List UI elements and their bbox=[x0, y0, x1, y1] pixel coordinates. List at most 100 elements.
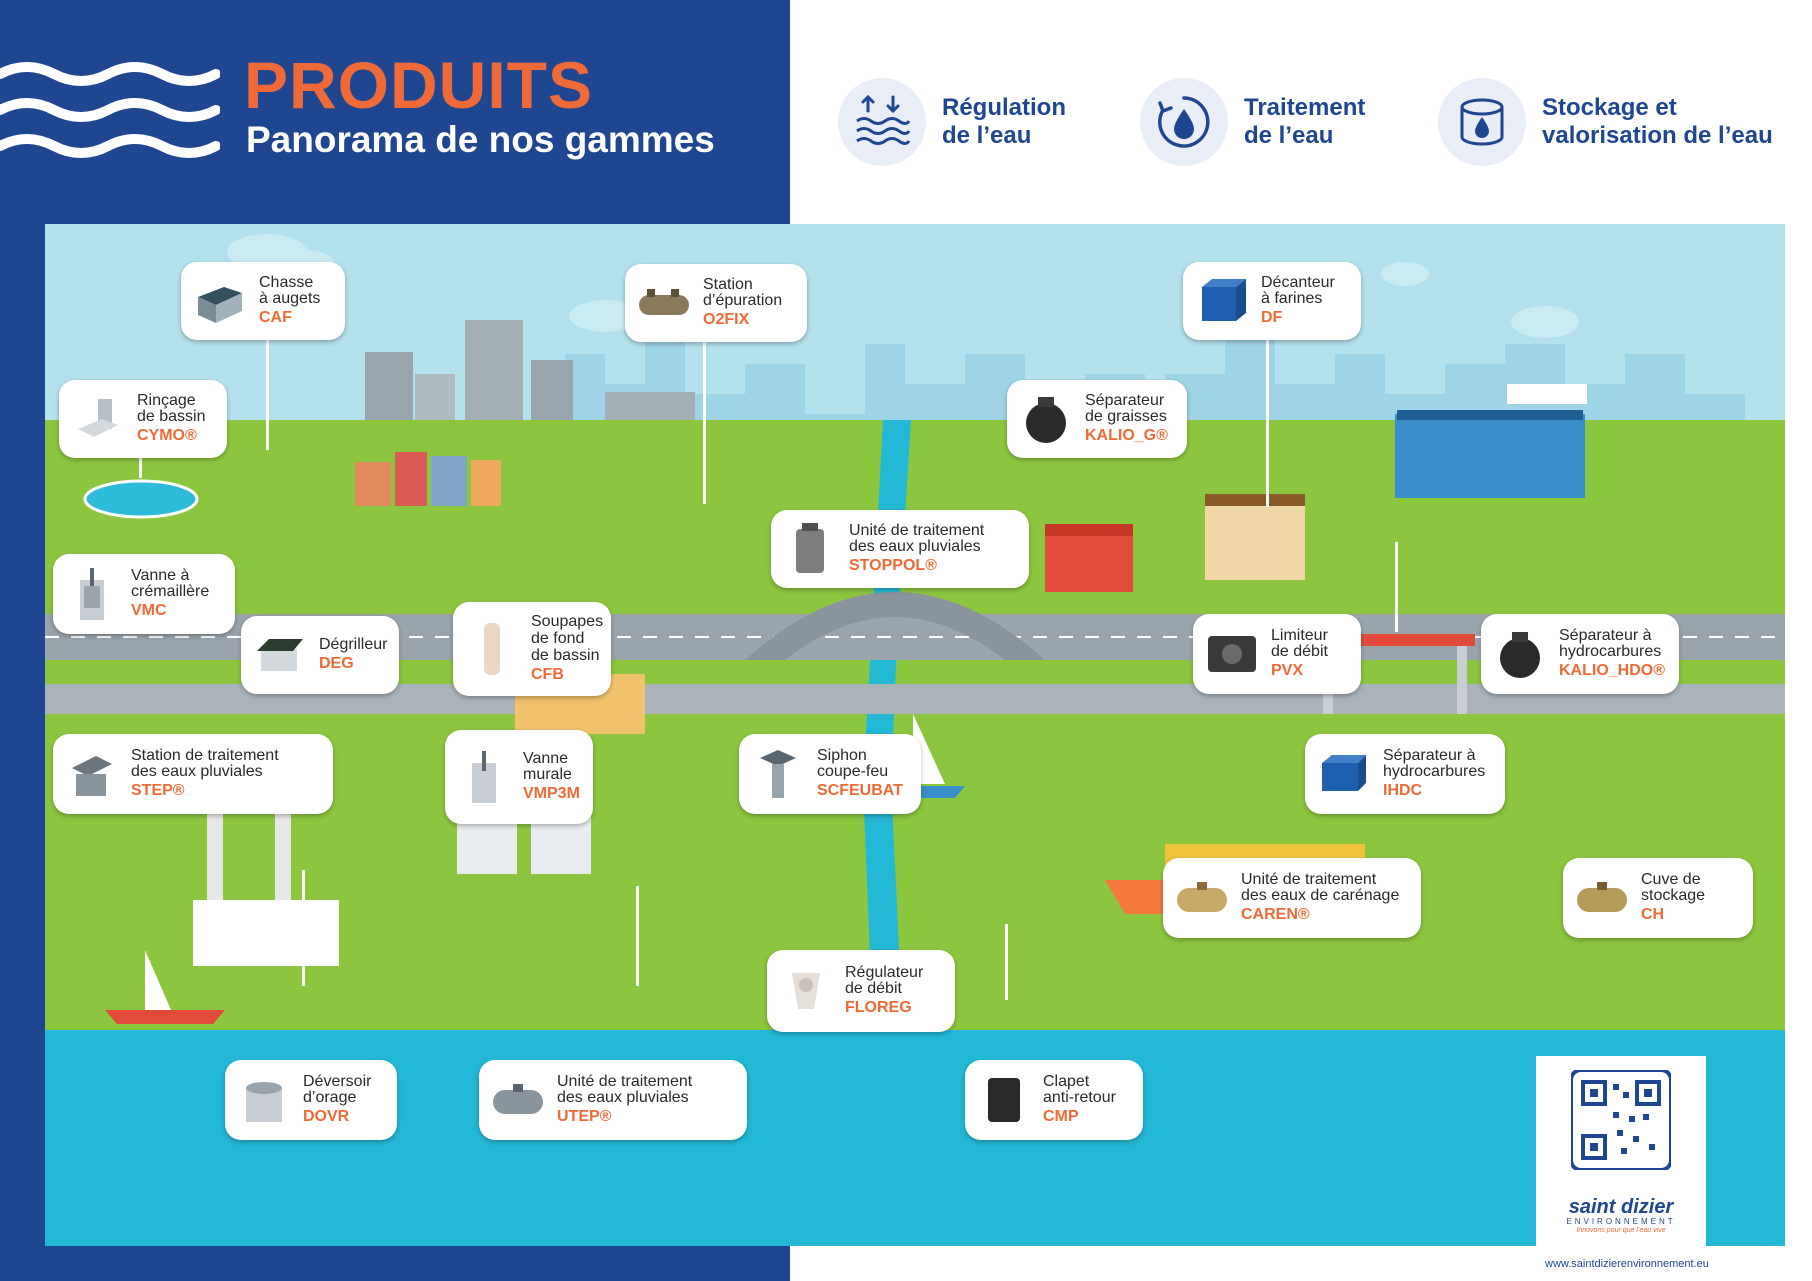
brand-logo: saint dizier ENVIRONNEMENT Innovons pour… bbox=[1540, 1197, 1702, 1234]
water-treatment-icon bbox=[1140, 78, 1228, 166]
lead-line bbox=[302, 870, 305, 986]
product-thumb-icon bbox=[973, 1069, 1035, 1131]
lead-line bbox=[636, 886, 639, 986]
category-treatment: Traitement de l’eau bbox=[1140, 78, 1365, 166]
product-thumb-icon bbox=[1171, 867, 1233, 929]
page-title: PRODUITS bbox=[244, 48, 594, 122]
lead-line bbox=[266, 292, 269, 450]
lead-line bbox=[1395, 542, 1398, 632]
product-code: VMP3M bbox=[523, 785, 580, 803]
product-thumb-icon bbox=[1191, 270, 1253, 332]
product-code: DEG bbox=[319, 654, 354, 672]
product-thumb-icon bbox=[747, 743, 809, 805]
product-name: Régulateur de débit bbox=[845, 963, 924, 998]
product-code: KALIO_HDO® bbox=[1559, 662, 1666, 680]
brand-sub: ENVIRONNEMENT bbox=[1566, 1217, 1676, 1226]
product-thumb-icon bbox=[61, 743, 123, 805]
product-code: PVX bbox=[1271, 662, 1304, 680]
qr-code-icon[interactable] bbox=[1571, 1070, 1671, 1170]
brand-name: saint dizier bbox=[1568, 1196, 1674, 1218]
product-thumb-icon bbox=[67, 388, 129, 450]
product-name: Séparateur à hydrocarbures bbox=[1383, 746, 1486, 781]
product-code: DOVR bbox=[303, 1108, 350, 1126]
product-name: Clapet anti-retour bbox=[1043, 1072, 1116, 1107]
product-name: Station de traitement des eaux pluviales bbox=[131, 746, 279, 781]
product-name: Rinçage de bassin bbox=[137, 391, 206, 426]
product-card-step[interactable]: Station de traitement des eaux pluviales… bbox=[53, 734, 333, 814]
product-name: Unité de traitement des eaux de carénage bbox=[1241, 870, 1400, 905]
product-name: Siphon coupe-feu bbox=[817, 746, 889, 781]
product-code: KALIO_G® bbox=[1085, 427, 1168, 445]
product-code: FLOREG bbox=[845, 999, 912, 1017]
product-card-caren[interactable]: Unité de traitement des eaux de carénage… bbox=[1163, 858, 1421, 938]
product-name: Dégrilleur bbox=[319, 636, 388, 653]
lead-line bbox=[1266, 292, 1269, 507]
product-name: Chasse à augets bbox=[259, 273, 321, 308]
page-subtitle: Panorama de nos gammes bbox=[246, 119, 715, 160]
product-name: Station d’épuration bbox=[703, 275, 783, 310]
brand-tagline: Innovons pour que l’eau vive bbox=[1576, 1226, 1666, 1234]
product-code: STEP® bbox=[131, 782, 185, 800]
product-code: UTEP® bbox=[557, 1108, 612, 1126]
qr-code-panel bbox=[1536, 1056, 1706, 1248]
product-thumb-icon bbox=[1571, 867, 1633, 929]
product-thumb-icon bbox=[61, 563, 123, 625]
product-code: STOPPOL® bbox=[849, 557, 937, 575]
product-thumb-icon bbox=[1201, 623, 1263, 685]
website-url[interactable]: www.saintdizierenvironnement.eu bbox=[1545, 1258, 1709, 1270]
product-thumb-icon bbox=[189, 270, 251, 332]
product-name: Décanteur à farines bbox=[1261, 273, 1335, 308]
product-name: Vanne murale bbox=[523, 749, 572, 784]
waves-logo-icon bbox=[0, 62, 220, 158]
category-treatment-label: Traitement de l’eau bbox=[1244, 94, 1366, 149]
category-storage: Stockage et valorisation de l’eau bbox=[1438, 78, 1773, 166]
product-code: CFB bbox=[531, 665, 564, 683]
product-name: Séparateur de graisses bbox=[1085, 391, 1167, 426]
product-code: CMP bbox=[1043, 1108, 1079, 1126]
product-code: O2FIX bbox=[703, 311, 750, 329]
product-code: VMC bbox=[131, 602, 167, 620]
product-thumb-icon bbox=[775, 960, 837, 1022]
water-regulation-icon bbox=[838, 78, 926, 166]
product-thumb-icon bbox=[1015, 388, 1077, 450]
product-code: CH bbox=[1641, 906, 1665, 924]
water-storage-icon bbox=[1438, 78, 1526, 166]
product-name: Cuve de stockage bbox=[1641, 870, 1706, 905]
product-name: Séparateur à hydrocarbures bbox=[1559, 626, 1662, 661]
product-name: Vanne à crémaillère bbox=[131, 566, 210, 601]
category-storage-label: Stockage et valorisation de l’eau bbox=[1542, 94, 1773, 149]
category-regulation: Régulation de l’eau bbox=[838, 78, 1066, 166]
product-thumb-icon bbox=[249, 624, 311, 686]
product-name: Unité de traitement des eaux pluviales bbox=[557, 1072, 693, 1107]
product-name: Soupapes de fond de bassin bbox=[531, 613, 604, 664]
product-code: IHDC bbox=[1383, 782, 1423, 800]
product-thumb-icon bbox=[1313, 743, 1375, 805]
product-thumb-icon bbox=[461, 618, 523, 680]
product-code: CAF bbox=[259, 309, 292, 327]
product-code: CYMO® bbox=[137, 427, 197, 445]
product-thumb-icon bbox=[633, 272, 695, 334]
category-regulation-label: Régulation de l’eau bbox=[942, 94, 1066, 149]
product-code: CAREN® bbox=[1241, 906, 1310, 924]
product-code: SCFEUBAT bbox=[817, 782, 903, 800]
product-thumb-icon bbox=[1489, 623, 1551, 685]
